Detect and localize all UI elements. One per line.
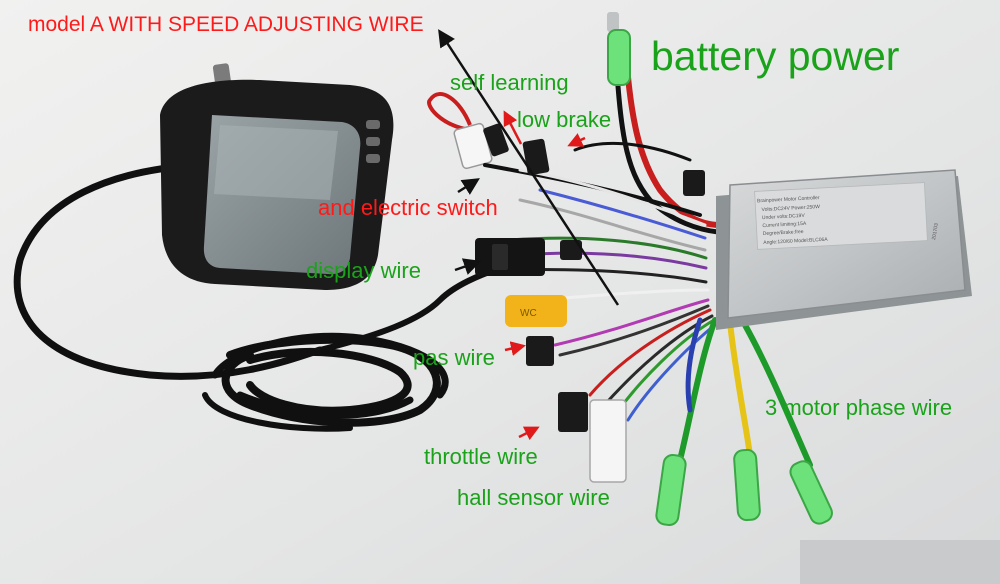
pas-wire-label: pas wire: [413, 345, 495, 370]
electric-switch-label: and electric switch: [318, 195, 498, 220]
controller-line2: Under volts:DC19V: [762, 213, 806, 221]
self-learning-loop: [427, 92, 493, 170]
display-wire-label: display wire: [306, 258, 421, 283]
motor-phase-wire-label: 3 motor phase wire: [765, 395, 953, 420]
throttle-wire-label: throttle wire: [424, 444, 538, 469]
controller-line5: Angle:120/60 Model:BLC06A: [763, 237, 828, 246]
hall-sensor-wire-label: hall sensor wire: [457, 485, 610, 510]
annotation-arrows: [438, 29, 620, 441]
battery-wires: [612, 37, 723, 235]
controller-date: 201703: [931, 223, 940, 241]
display-cable: [13, 161, 503, 432]
motor-phase-wires: [677, 317, 813, 468]
phase-terminals: [655, 448, 833, 527]
controller-title: Brainpower Motor Controller: [757, 195, 820, 204]
speed-wire-title-label: model A WITH SPEED ADJUSTING WIRE: [28, 13, 424, 36]
low-brake-label: low brake: [517, 107, 612, 132]
controller-line1: Volts:DC24V Power:250W: [761, 204, 820, 213]
motor-controller-box: Brainpower Motor Controller Volts:DC24V …: [716, 169, 972, 330]
connectors: WC: [475, 123, 705, 483]
battery-power-label: battery power: [651, 33, 900, 79]
controller-line4: Degree/Brake:free: [763, 229, 804, 237]
lcd-display-unit: [160, 63, 394, 291]
controller-line3: Current limiting:15A: [762, 221, 807, 229]
connector-text: WC: [520, 308, 537, 319]
self-learning-label: self learning: [450, 70, 569, 95]
battery-terminal: [607, 12, 631, 86]
